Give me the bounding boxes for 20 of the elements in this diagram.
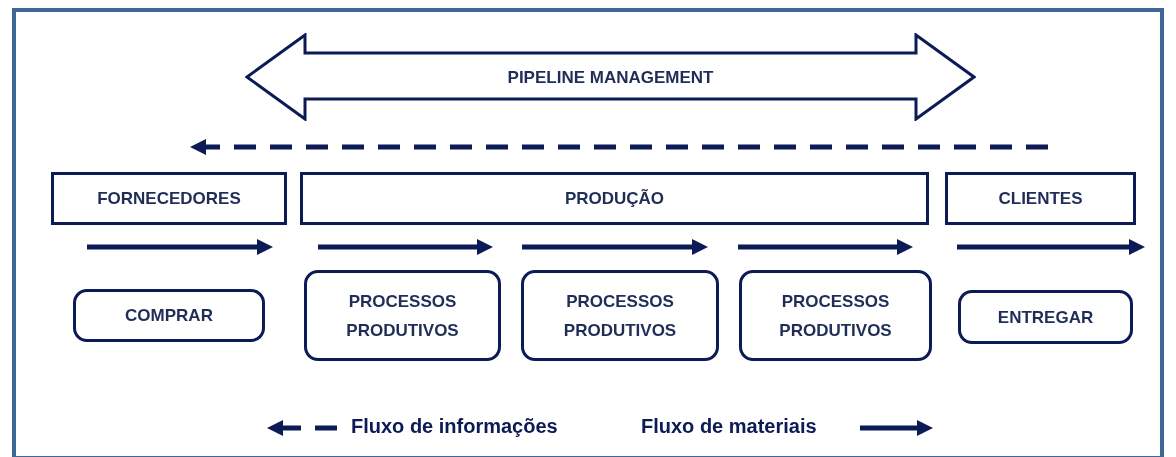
stage-box — [51, 172, 287, 225]
legend-label: Fluxo de informações — [351, 415, 558, 438]
node-label: PROCESSOS PRODUTIVOS — [562, 290, 678, 342]
process-box — [73, 289, 265, 342]
process-box — [304, 270, 501, 361]
node-label: PIPELINE MANAGEMENT — [507, 66, 714, 89]
node-label: PRODUÇÃO — [564, 188, 665, 210]
node-label: ENTREGAR — [997, 306, 1094, 329]
stage-box — [945, 172, 1136, 225]
process-box — [739, 270, 932, 361]
process-box — [521, 270, 719, 361]
node-label: PROCESSOS PRODUTIVOS — [345, 290, 460, 342]
node-label: PROCESSOS PRODUTIVOS — [778, 290, 893, 342]
process-box — [958, 290, 1133, 344]
node-label: FORNECEDORES — [97, 188, 241, 210]
stage-box — [300, 172, 929, 225]
legend-label: Fluxo de materiais — [641, 415, 817, 438]
node-label: COMPRAR — [125, 305, 213, 327]
node-label: CLIENTES — [998, 188, 1083, 210]
double-arrow-shape — [245, 33, 976, 121]
